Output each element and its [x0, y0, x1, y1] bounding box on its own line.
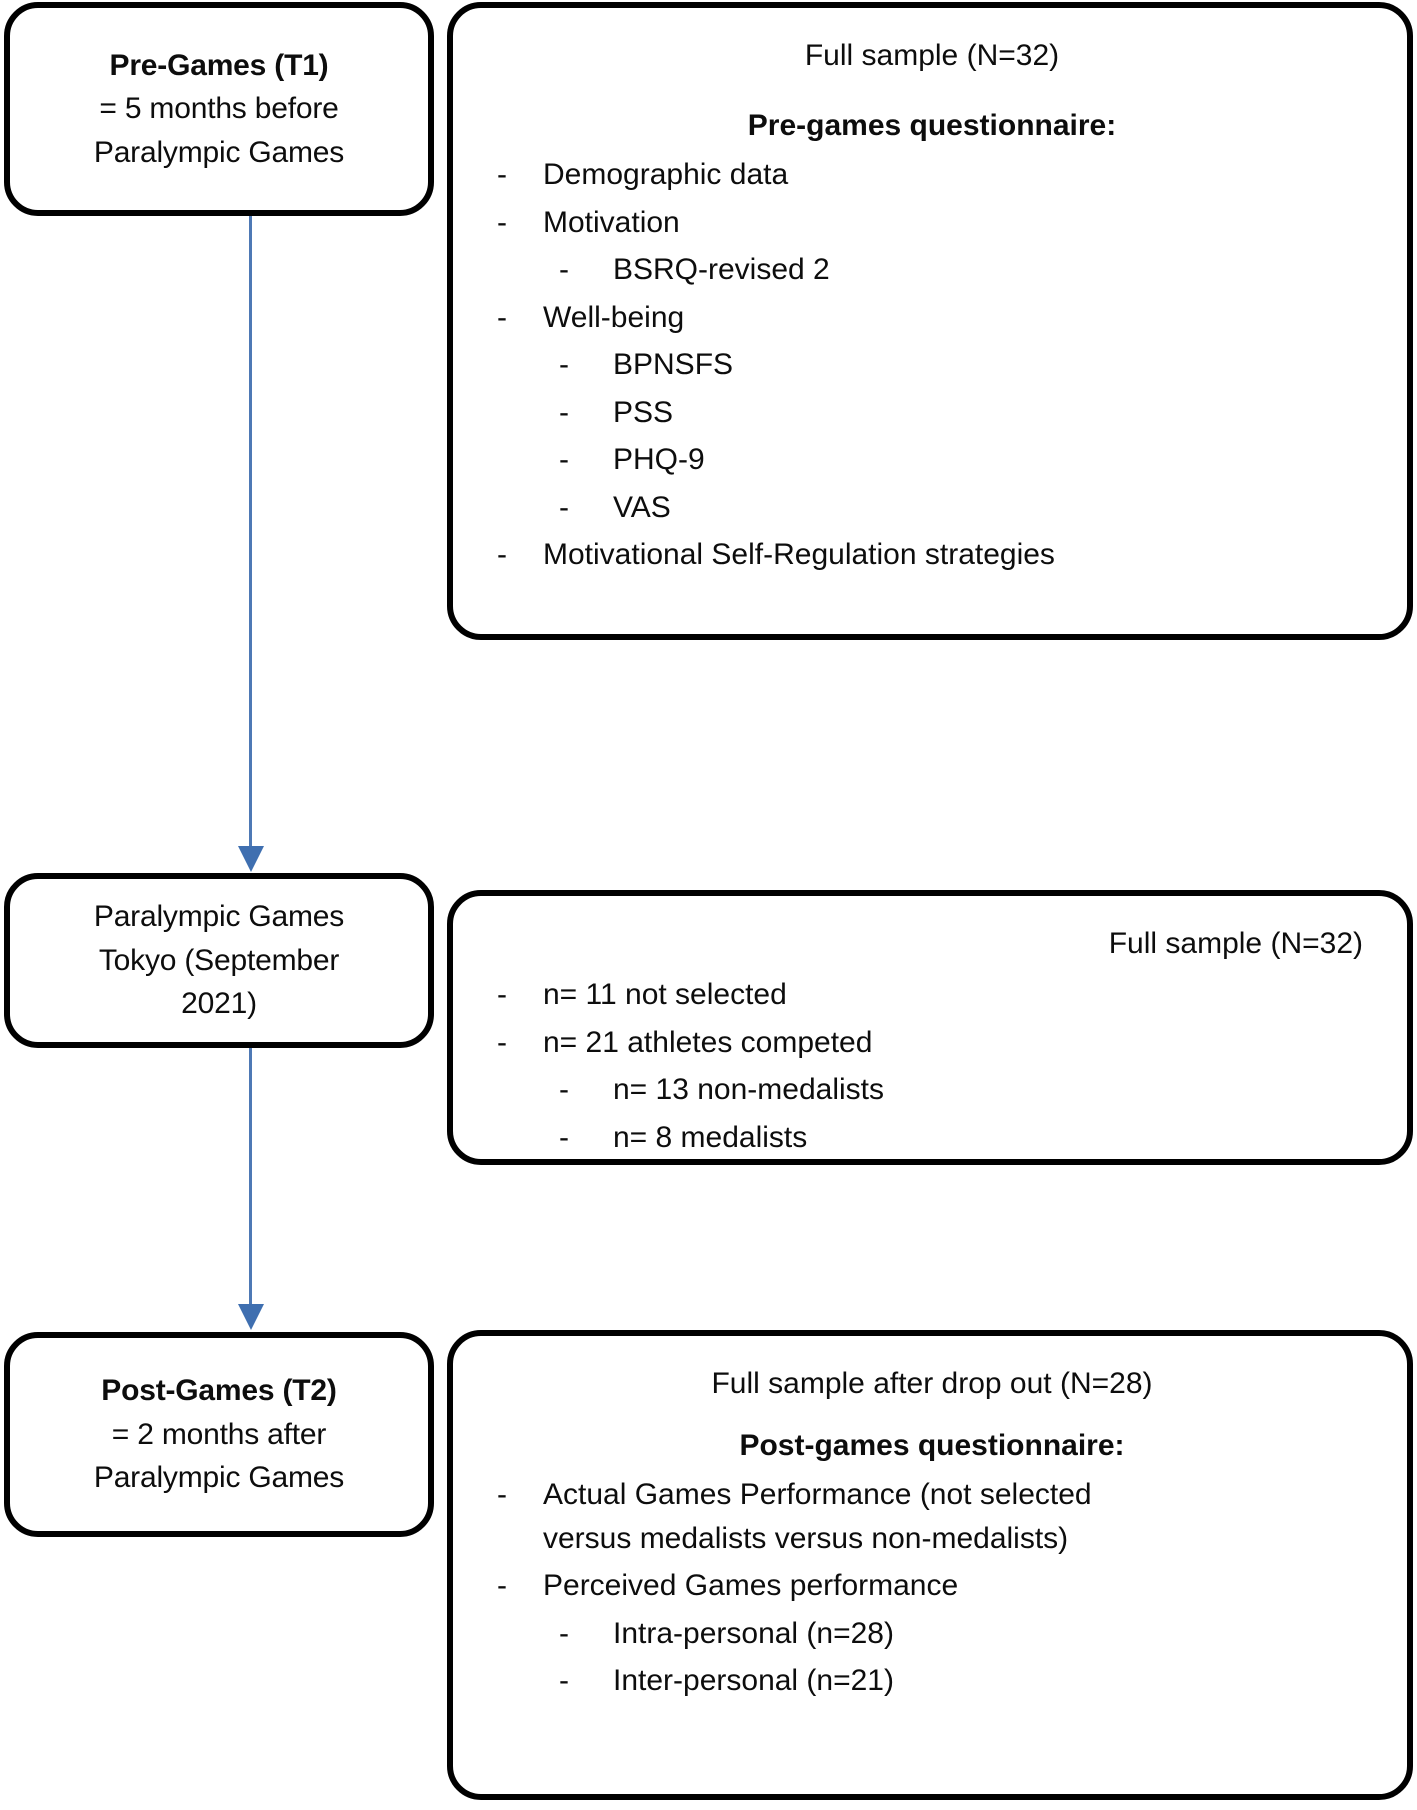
stage-box-post-games: Post-Games (T2) = 2 months after Paralym…: [4, 1332, 434, 1537]
panel-heading-post-games: Post-games questionnaire:: [739, 1429, 1125, 1462]
list-item: - Demographic data: [483, 153, 1381, 197]
list-item: - Actual Games Performance (not selected…: [483, 1473, 1381, 1560]
list-item-label: BPNSFS: [613, 348, 734, 381]
stage-subtitle-line2-post-games: Paralympic Games: [93, 1461, 345, 1495]
panel-heading-pre-games: Pre-games questionnaire:: [747, 109, 1117, 142]
list-item-label: PHQ-9: [613, 443, 705, 476]
stage-subtitle-line2-paralympic-games: 2021): [181, 987, 257, 1021]
stage-title-paralympic-games: Paralympic Games: [93, 900, 345, 934]
dash-bullet-icon: -: [497, 538, 507, 571]
list-item: - Intra-personal (n=28): [543, 1612, 1381, 1656]
dash-bullet-icon: -: [497, 205, 507, 239]
list-item: - n= 21 athletes competed - n= 13 non-me…: [483, 1021, 1381, 1160]
list-item: - VAS: [543, 486, 1381, 530]
list-item-label: n= 8 medalists: [613, 1120, 808, 1154]
dash-bullet-icon: -: [497, 1569, 507, 1602]
stage-title-pre-games: Pre-Games (T1): [109, 48, 329, 82]
stage-subtitle-line1-paralympic-games: Tokyo (September: [98, 943, 340, 977]
arrow-shaft: [249, 216, 252, 848]
stage-subtitle-line2-pre-games: Paralympic Games: [93, 135, 345, 169]
stage-title-post-games: Post-Games (T2): [101, 1374, 337, 1408]
stage-box-pre-games: Pre-Games (T1) = 5 months before Paralym…: [4, 2, 434, 216]
list-item: - Motivational Self-Regulation strategie…: [483, 533, 1381, 577]
list-item-label: n= 21 athletes competed: [543, 1025, 873, 1059]
dash-bullet-icon: -: [559, 443, 569, 476]
sample-label-paralympic-games: Full sample (N=32): [1108, 927, 1363, 960]
list-item-label: BSRQ-revised 2: [613, 253, 830, 286]
arrow-games-to-post: [238, 1048, 264, 1334]
list-item: - n= 11 not selected: [483, 973, 1381, 1017]
list-item: - Well-being - BPNSFS - PSS - PHQ-9: [483, 296, 1381, 530]
list-item: - PSS: [543, 391, 1381, 435]
item-list-post-games: - Actual Games Performance (not selected…: [483, 1473, 1381, 1703]
arrow-head-icon: [238, 1304, 264, 1330]
sub-item-list: - n= 13 non-medalists - n= 8 medalists: [543, 1068, 1381, 1159]
arrow-pre-to-games: [238, 216, 264, 873]
list-item: - PHQ-9: [543, 438, 1381, 482]
dash-bullet-icon: -: [559, 395, 569, 429]
list-item-label: Perceived Games performance: [543, 1569, 959, 1602]
list-item: - Motivation - BSRQ-revised 2: [483, 201, 1381, 292]
list-item-label: Actual Games Performance (not selected: [543, 1478, 1092, 1511]
list-item: - n= 8 medalists: [543, 1116, 1381, 1160]
stage-box-paralympic-games: Paralympic Games Tokyo (September 2021): [4, 873, 434, 1048]
list-item-label: Inter-personal (n=21): [613, 1664, 894, 1697]
list-item-label: Motivation: [543, 205, 680, 239]
list-item: - Inter-personal (n=21): [543, 1659, 1381, 1703]
list-item-label: n= 13 non-medalists: [613, 1073, 884, 1106]
detail-panel-paralympic-games: Full sample (N=32) - n= 11 not selected …: [447, 890, 1413, 1165]
list-item-label: Demographic data: [543, 158, 789, 191]
list-item-label: PSS: [613, 395, 674, 429]
list-item: - Perceived Games performance - Intra-pe…: [483, 1564, 1381, 1703]
dash-bullet-icon: -: [559, 1664, 569, 1697]
sub-item-list: - BPNSFS - PSS - PHQ-9 - VAS: [543, 343, 1381, 529]
dash-bullet-icon: -: [559, 1616, 569, 1650]
item-list-pre-games: - Demographic data - Motivation - BSRQ-r…: [483, 153, 1381, 577]
list-item-label: Intra-personal (n=28): [613, 1616, 894, 1650]
detail-panel-post-games: Full sample after drop out (N=28) Post-g…: [447, 1330, 1413, 1800]
list-item-label: VAS: [613, 490, 671, 524]
list-item-label: Well-being: [543, 300, 685, 334]
sample-label-post-games: Full sample after drop out (N=28): [711, 1367, 1153, 1400]
list-item-label: n= 11 not selected: [543, 978, 787, 1011]
list-item-label-continuation: versus medalists versus non-medalists): [543, 1521, 1069, 1555]
list-item-label: Motivational Self-Regulation strategies: [543, 538, 1055, 571]
arrow-shaft: [249, 1048, 252, 1306]
dash-bullet-icon: -: [559, 1073, 569, 1106]
stage-subtitle-line1-pre-games: = 5 months before: [99, 92, 339, 126]
list-item: - n= 13 non-medalists: [543, 1068, 1381, 1112]
dash-bullet-icon: -: [497, 978, 507, 1011]
list-item: - BPNSFS: [543, 343, 1381, 387]
dash-bullet-icon: -: [497, 158, 507, 191]
sub-item-list: - BSRQ-revised 2: [543, 248, 1381, 292]
list-item: - BSRQ-revised 2: [543, 248, 1381, 292]
dash-bullet-icon: -: [559, 348, 569, 381]
arrow-head-icon: [238, 846, 264, 872]
dash-bullet-icon: -: [559, 490, 569, 524]
item-list-paralympic-games: - n= 11 not selected - n= 21 athletes co…: [483, 973, 1381, 1159]
detail-panel-pre-games: Full sample (N=32) Pre-games questionnai…: [447, 2, 1413, 640]
dash-bullet-icon: -: [559, 1120, 569, 1154]
dash-bullet-icon: -: [497, 300, 507, 334]
dash-bullet-icon: -: [497, 1025, 507, 1059]
sample-label-pre-games: Full sample (N=32): [804, 39, 1060, 72]
dash-bullet-icon: -: [497, 1478, 507, 1511]
stage-subtitle-line1-post-games: = 2 months after: [111, 1417, 327, 1451]
dash-bullet-icon: -: [559, 253, 569, 286]
sub-item-list: - Intra-personal (n=28) - Inter-personal…: [543, 1612, 1381, 1703]
